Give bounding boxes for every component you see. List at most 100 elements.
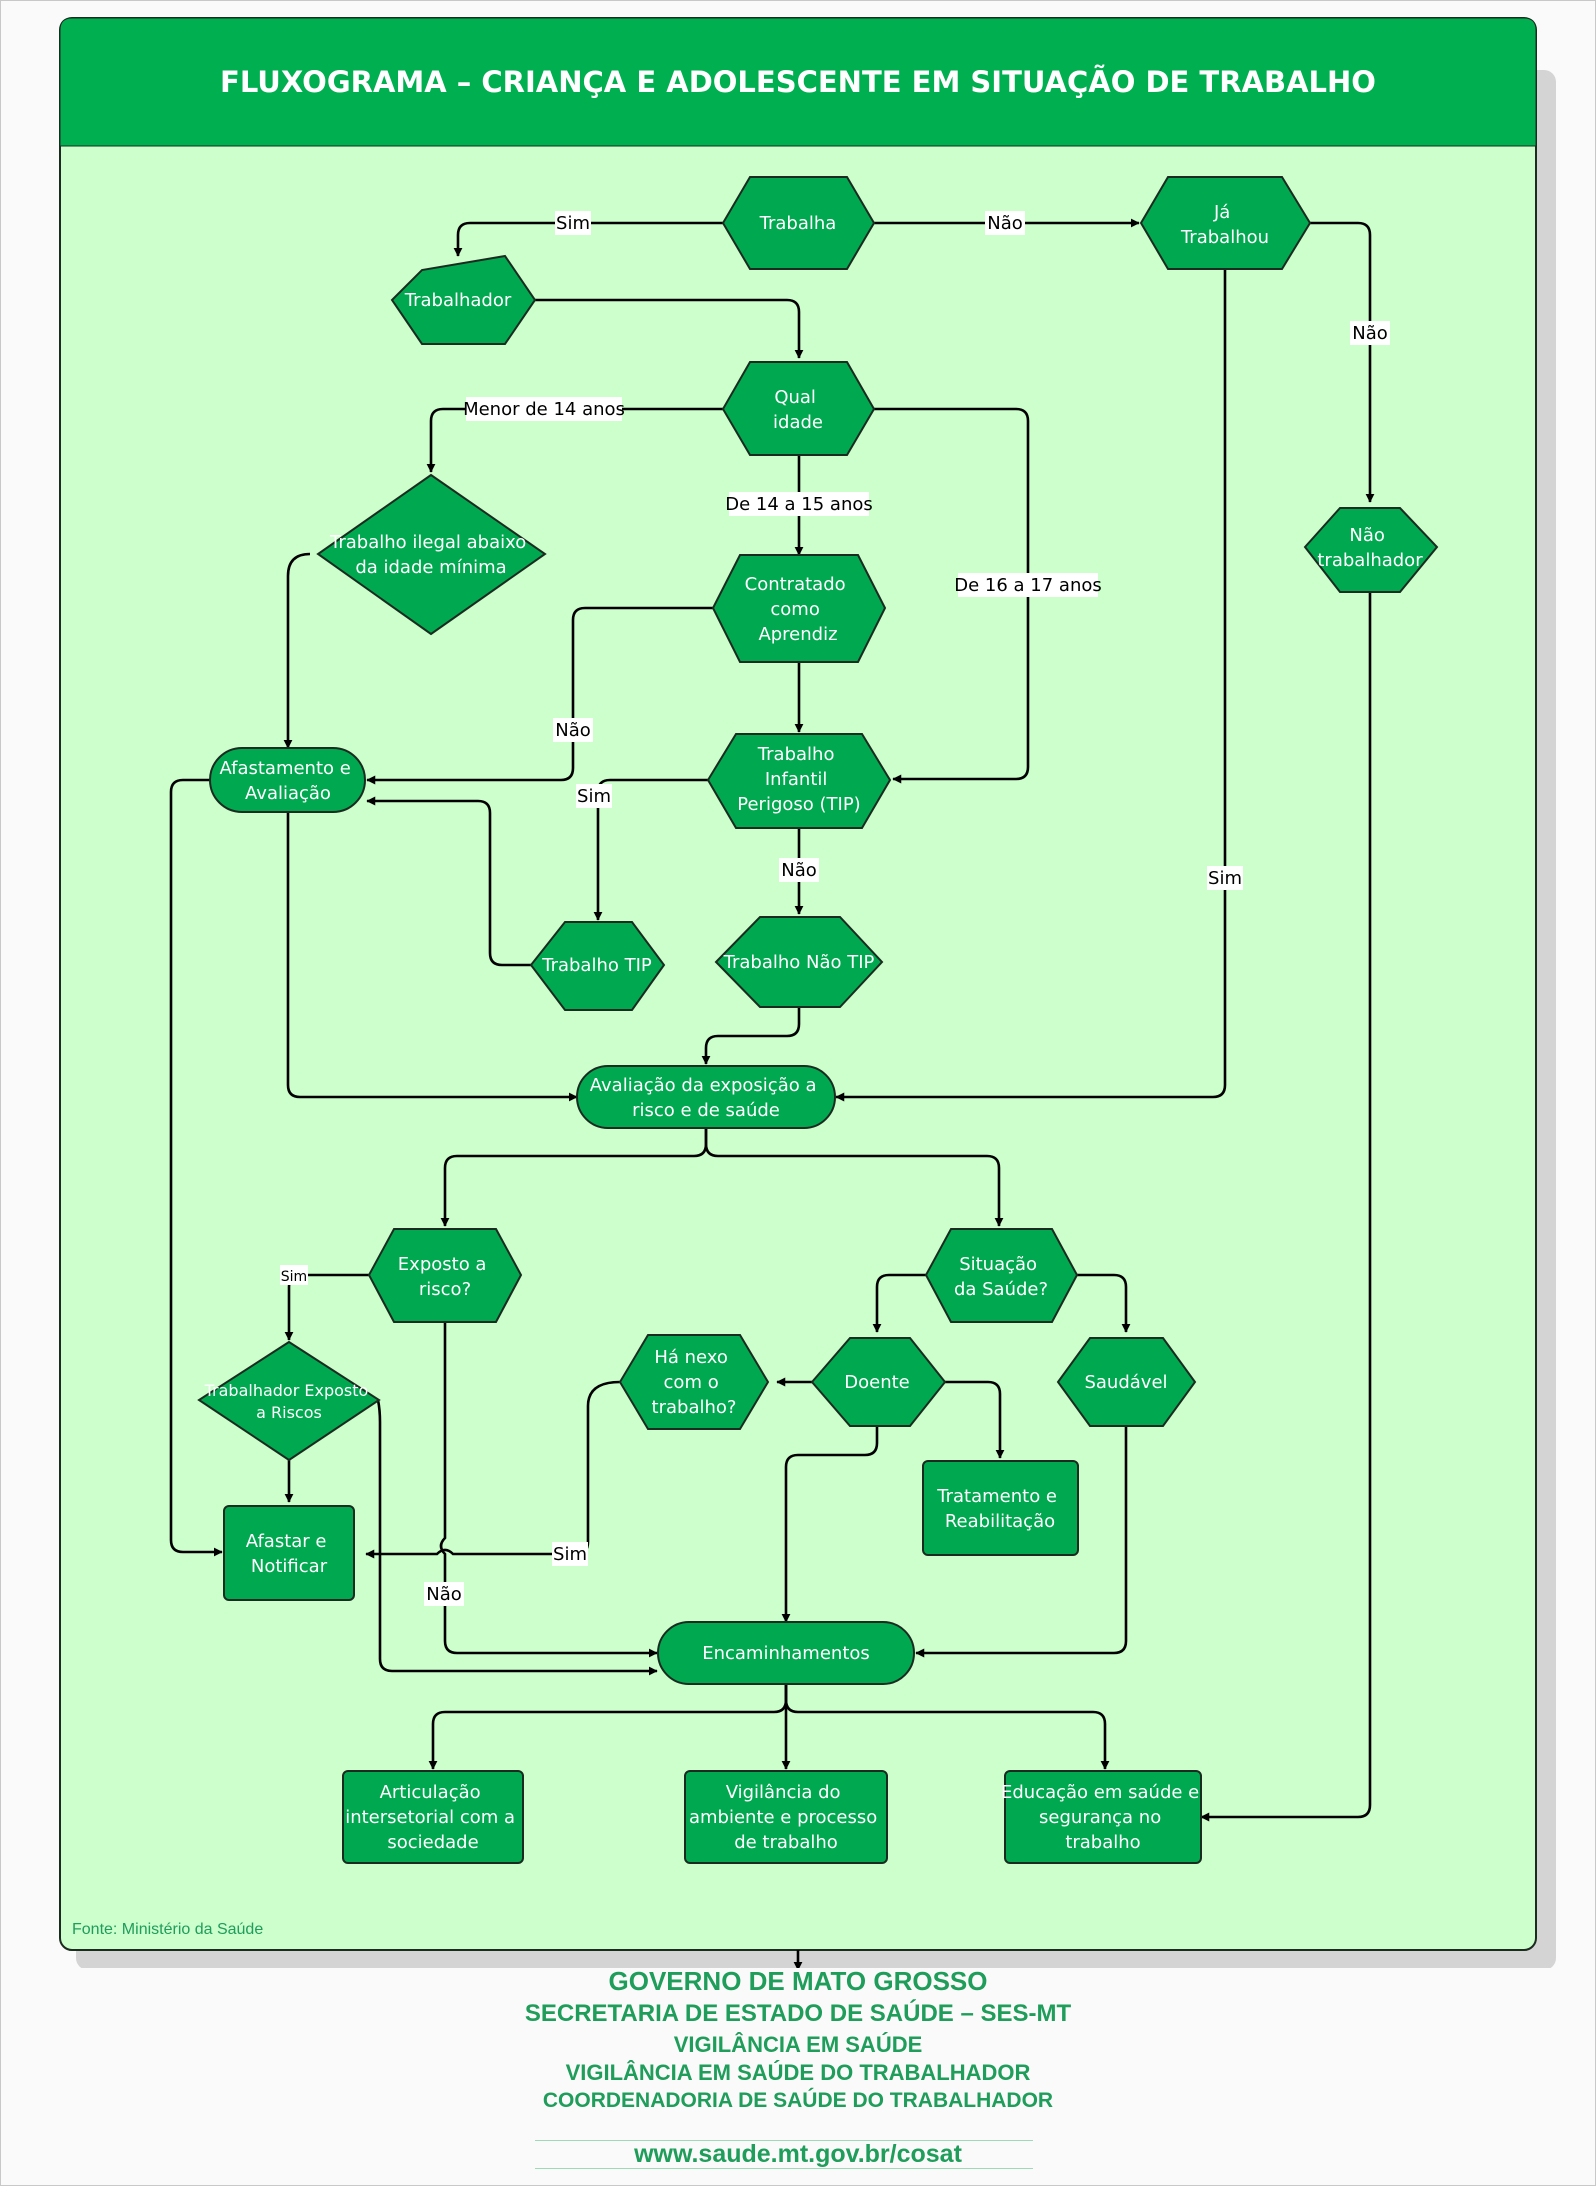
edge-avaliacao-situacao [704, 1128, 1004, 1227]
node-situacao-line1: Situação [959, 1254, 1037, 1275]
edge-ilegal-afastamento [283, 552, 311, 749]
website-link[interactable]: www.saude.mt.gov.br/cosat [634, 2140, 962, 2168]
node-saudavel [1056, 1337, 1197, 1427]
node-trabalhador-line1: Trabalhador [404, 290, 512, 311]
node-vigilancia-line2: ambiente e processo [689, 1807, 877, 1828]
edge-situacao-doente [872, 1273, 926, 1333]
node-contratado-line2: como [770, 599, 819, 620]
node-situacao-line2: da Saúde? [954, 1279, 1048, 1300]
node-afastamento [209, 747, 366, 813]
node-exposto [367, 1228, 523, 1323]
node-articulacao-line2: intersetorial com a [345, 1807, 515, 1828]
node-tratamento-text: Tratamento e Reabilitação [936, 1486, 1063, 1532]
node-tip-line2: Infantil [765, 769, 828, 790]
node-educacao-line3: trabalho [1065, 1832, 1140, 1853]
node-tip-line3: Perigoso (TIP) [737, 794, 860, 815]
node-trab-exposto [197, 1340, 381, 1462]
node-doente-line1: Doente [844, 1372, 910, 1393]
edge-label-nao-tip: Não [781, 860, 817, 881]
node-tip [706, 733, 892, 829]
flowchart-diagram: FLUXOGRAMA – CRIANÇA E ADOLESCENTE EM SI… [59, 17, 1556, 1968]
edge-label-de-14-15: De 14 a 15 anos [725, 494, 873, 515]
edge-label-nao-nao-trab: Não [1352, 323, 1388, 344]
node-contratado [711, 554, 887, 663]
node-ja-trabalhou-text: Já Trabalhou [1180, 202, 1269, 248]
node-trabalha [721, 176, 876, 270]
edge-ja-nao [1310, 221, 1375, 503]
node-trab-exposto-line1: Trabalhador Exposto [204, 1381, 369, 1400]
node-trabalho-tip-line1: Trabalho TIP [541, 955, 652, 976]
node-nexo [618, 1334, 770, 1430]
footer-line5: COORDENADORIA DE SAÚDE DO TRABALHADOR [542, 2089, 1054, 2112]
node-avaliacao-line2: risco e de saúde [632, 1100, 780, 1121]
edge-afastamento-afastar [169, 778, 223, 1557]
edge-label-sim-exposto: Sim [281, 1269, 307, 1285]
node-exposto-line2: risco? [419, 1279, 471, 1300]
node-educacao-line2: segurança no [1039, 1807, 1161, 1828]
node-ja-trabalhou [1139, 176, 1312, 270]
node-afastamento-text: Afastamento e Avaliação [219, 758, 356, 804]
edge-label-sim-nexo: Sim [553, 1544, 587, 1565]
edge-doente-encaminhamentos [781, 1426, 879, 1623]
node-exposto-text: Exposto a risco? [398, 1254, 492, 1300]
footer-divider-top [535, 2140, 1033, 2141]
node-articulacao [342, 1770, 524, 1864]
node-contratado-text: Contratado como Aprendiz [745, 574, 852, 645]
edge-trabalha-sim [453, 221, 723, 257]
node-qual-idade [721, 361, 876, 456]
node-encaminhamentos-line1: Encaminhamentos [702, 1643, 870, 1664]
node-afastar-line1: Afastar e [246, 1531, 327, 1552]
node-tratamento-line2: Reabilitação [945, 1511, 1055, 1532]
edge-label-nao-aprendiz: Não [555, 720, 591, 741]
edge-doente-tratamento [945, 1380, 1005, 1459]
node-trabalho-ilegal-line1: Trabalho ilegal abaixo [329, 532, 526, 553]
node-avaliacao-text: Avaliação da exposição a risco e de saúd… [590, 1075, 822, 1121]
edge-label-nao-ja: Não [987, 213, 1023, 234]
node-tip-line1: Trabalho [757, 744, 835, 765]
edge-ja-sim [835, 269, 1227, 1102]
node-trabalho-tip-text: Trabalho TIP [541, 955, 652, 976]
node-saudavel-line1: Saudável [1084, 1372, 1167, 1393]
node-articulacao-line3: sociedade [387, 1832, 478, 1853]
footer-line4: VIGILÂNCIA EM SAÚDE DO TRABALHADOR [565, 2060, 1031, 2085]
node-trabalho-nao-tip-text: Trabalho Não TIP [723, 952, 875, 973]
edge-aprendiz-nao [366, 606, 713, 785]
node-labels: Trabalha Já Trabalhou Trabalhador Qual i… [204, 202, 1424, 1853]
footer-divider-bottom [535, 2168, 1033, 2169]
node-qual-idade-text: Qual idade [773, 387, 823, 433]
node-afastar [223, 1505, 355, 1601]
page-title: FLUXOGRAMA – CRIANÇA E ADOLESCENTE EM SI… [220, 65, 1376, 99]
node-tratamento-line1: Tratamento e [936, 1486, 1057, 1507]
node-trabalho-nao-tip-line1: Trabalho Não TIP [723, 952, 875, 973]
edge-trabtip-afastamento [366, 796, 531, 967]
node-nexo-line1: Há nexo [654, 1347, 728, 1368]
node-nexo-line3: trabalho? [652, 1397, 737, 1418]
source-note: Fonte: Ministério da Saúde [72, 1921, 263, 1938]
edge-afastamento-avaliacao [286, 812, 578, 1102]
edge-label-sim-ja: Sim [1208, 868, 1242, 889]
node-afastar-line2: Notificar [251, 1556, 328, 1577]
node-encaminhamentos-text: Encaminhamentos [702, 1643, 870, 1664]
node-trabalho-ilegal-line2: da idade mínima [355, 557, 506, 578]
footer-line3: VIGILÂNCIA EM SAÚDE [673, 2032, 923, 2057]
edge-label-sim-tip: Sim [577, 786, 611, 807]
node-encaminhamentos [657, 1621, 915, 1685]
node-afastamento-line2: Avaliação [245, 783, 331, 804]
node-trabalhador [390, 254, 537, 345]
footer-line1: GOVERNO DE MATO GROSSO [608, 1966, 988, 1996]
node-qual-idade-line1: Qual [774, 387, 816, 408]
nodes [197, 176, 1439, 1864]
node-tip-text: Trabalho Infantil Perigoso (TIP) [737, 744, 860, 815]
node-doente [810, 1337, 947, 1427]
edge-trabexposto-encaminhamentos [376, 1399, 658, 1676]
edge-trabalhador-idade [535, 298, 804, 359]
node-nexo-line2: com o [664, 1372, 719, 1393]
node-avaliacao-line1: Avaliação da exposição a [590, 1075, 817, 1096]
footer: GOVERNO DE MATO GROSSO SECRETARIA DE EST… [0, 1968, 1596, 2111]
node-trabalha-text: Trabalha [759, 213, 837, 234]
node-vigilancia [684, 1770, 888, 1864]
node-vigilancia-text: Vigilância do ambiente e processo de tra… [689, 1782, 883, 1853]
node-exposto-line1: Exposto a [398, 1254, 487, 1275]
node-nao-trabalhador [1303, 507, 1439, 593]
edge-label-de-16-17: De 16 a 17 anos [954, 575, 1102, 596]
